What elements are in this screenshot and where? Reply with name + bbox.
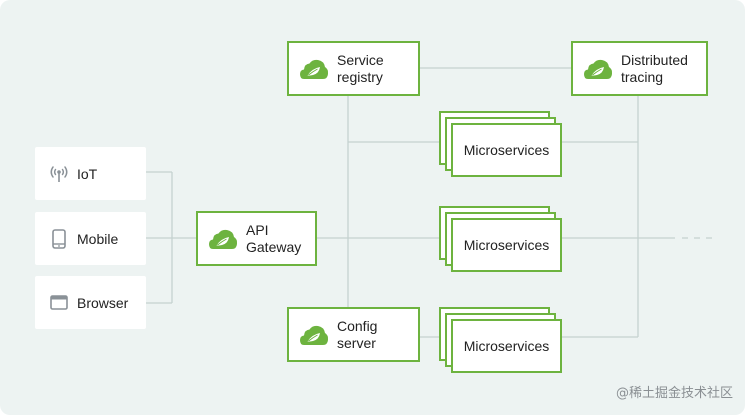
- client-browser: Browser: [35, 276, 146, 329]
- api-gateway-label-line2: Gateway: [246, 238, 302, 255]
- distributed-tracing-label-line1: Distributed: [621, 51, 688, 68]
- microservice-card-front: Microservices: [451, 123, 562, 177]
- wifi-signal-icon: [49, 164, 69, 184]
- distributed-tracing-box: Distributed tracing: [571, 41, 708, 96]
- microservices-label: Microservices: [463, 142, 550, 158]
- microservices-label: Microservices: [463, 338, 550, 354]
- spring-leaf-icon: [300, 59, 329, 79]
- config-server-label-line1: Config: [337, 317, 378, 334]
- spring-leaf-icon: [584, 59, 613, 79]
- service-registry-label-line1: Service: [337, 51, 384, 68]
- service-registry-box: Service registry: [287, 41, 420, 96]
- api-gateway-box: API Gateway: [196, 211, 317, 266]
- client-mobile: Mobile: [35, 212, 146, 265]
- browser-window-icon: [49, 293, 69, 313]
- distributed-tracing-label-line2: tracing: [621, 68, 664, 85]
- watermark: @稀土掘金技术社区: [615, 386, 733, 401]
- spring-leaf-icon: [209, 229, 238, 249]
- config-server-box: Config server: [287, 307, 420, 362]
- spring-leaf-icon: [300, 325, 329, 345]
- microservice-card-front: Microservices: [451, 319, 562, 373]
- client-browser-label: Browser: [77, 294, 129, 311]
- client-mobile-label: Mobile: [77, 230, 119, 247]
- api-gateway-label-line1: API: [246, 221, 269, 238]
- microservices-label: Microservices: [463, 237, 550, 253]
- service-registry-label-line2: registry: [337, 68, 383, 85]
- config-server-label-line2: server: [337, 334, 376, 351]
- microservice-card-front: Microservices: [451, 218, 562, 272]
- client-iot-label: IoT: [77, 165, 98, 182]
- client-iot: IoT: [35, 147, 146, 200]
- mobile-phone-icon: [49, 228, 69, 249]
